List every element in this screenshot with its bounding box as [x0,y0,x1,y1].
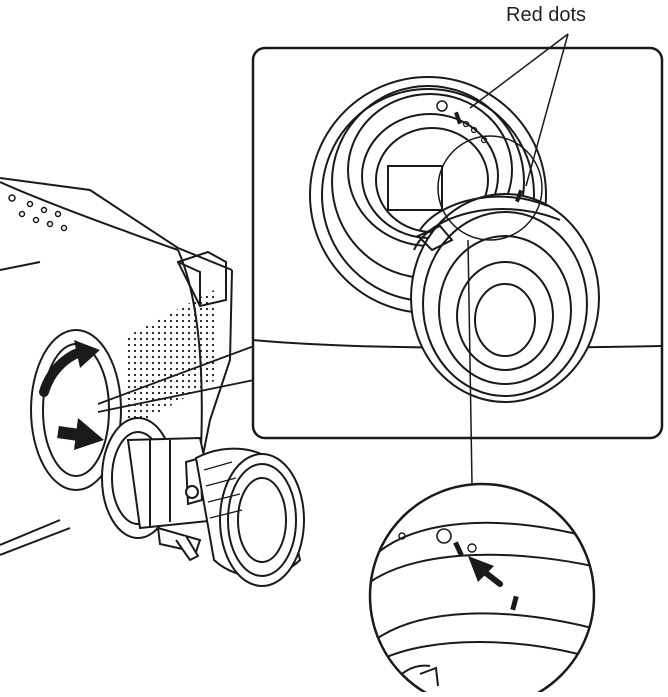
red-dot-markers [454,111,523,203]
red-dot-mount [454,111,462,125]
insert-arrow [57,418,104,450]
magnifier-source-circle [437,135,543,241]
callout-connector-lines [97,345,255,413]
zoom-box-content [253,76,662,403]
red-dot-lens [515,189,523,203]
magnifier-arrow [468,556,503,587]
red-dots-label: Red dots [506,4,587,26]
red-dots-pointer-lines [469,33,569,187]
vent-grille [124,290,216,430]
control-panel [8,194,68,232]
magnifier-circle [368,482,596,697]
projector-body [0,177,233,556]
magnifier-connector-line [467,239,473,485]
magnifier-content [370,521,594,691]
magnifier-red-dots [453,541,519,611]
lens-assembly [101,417,305,587]
rotation-arrow-curved [39,340,100,397]
